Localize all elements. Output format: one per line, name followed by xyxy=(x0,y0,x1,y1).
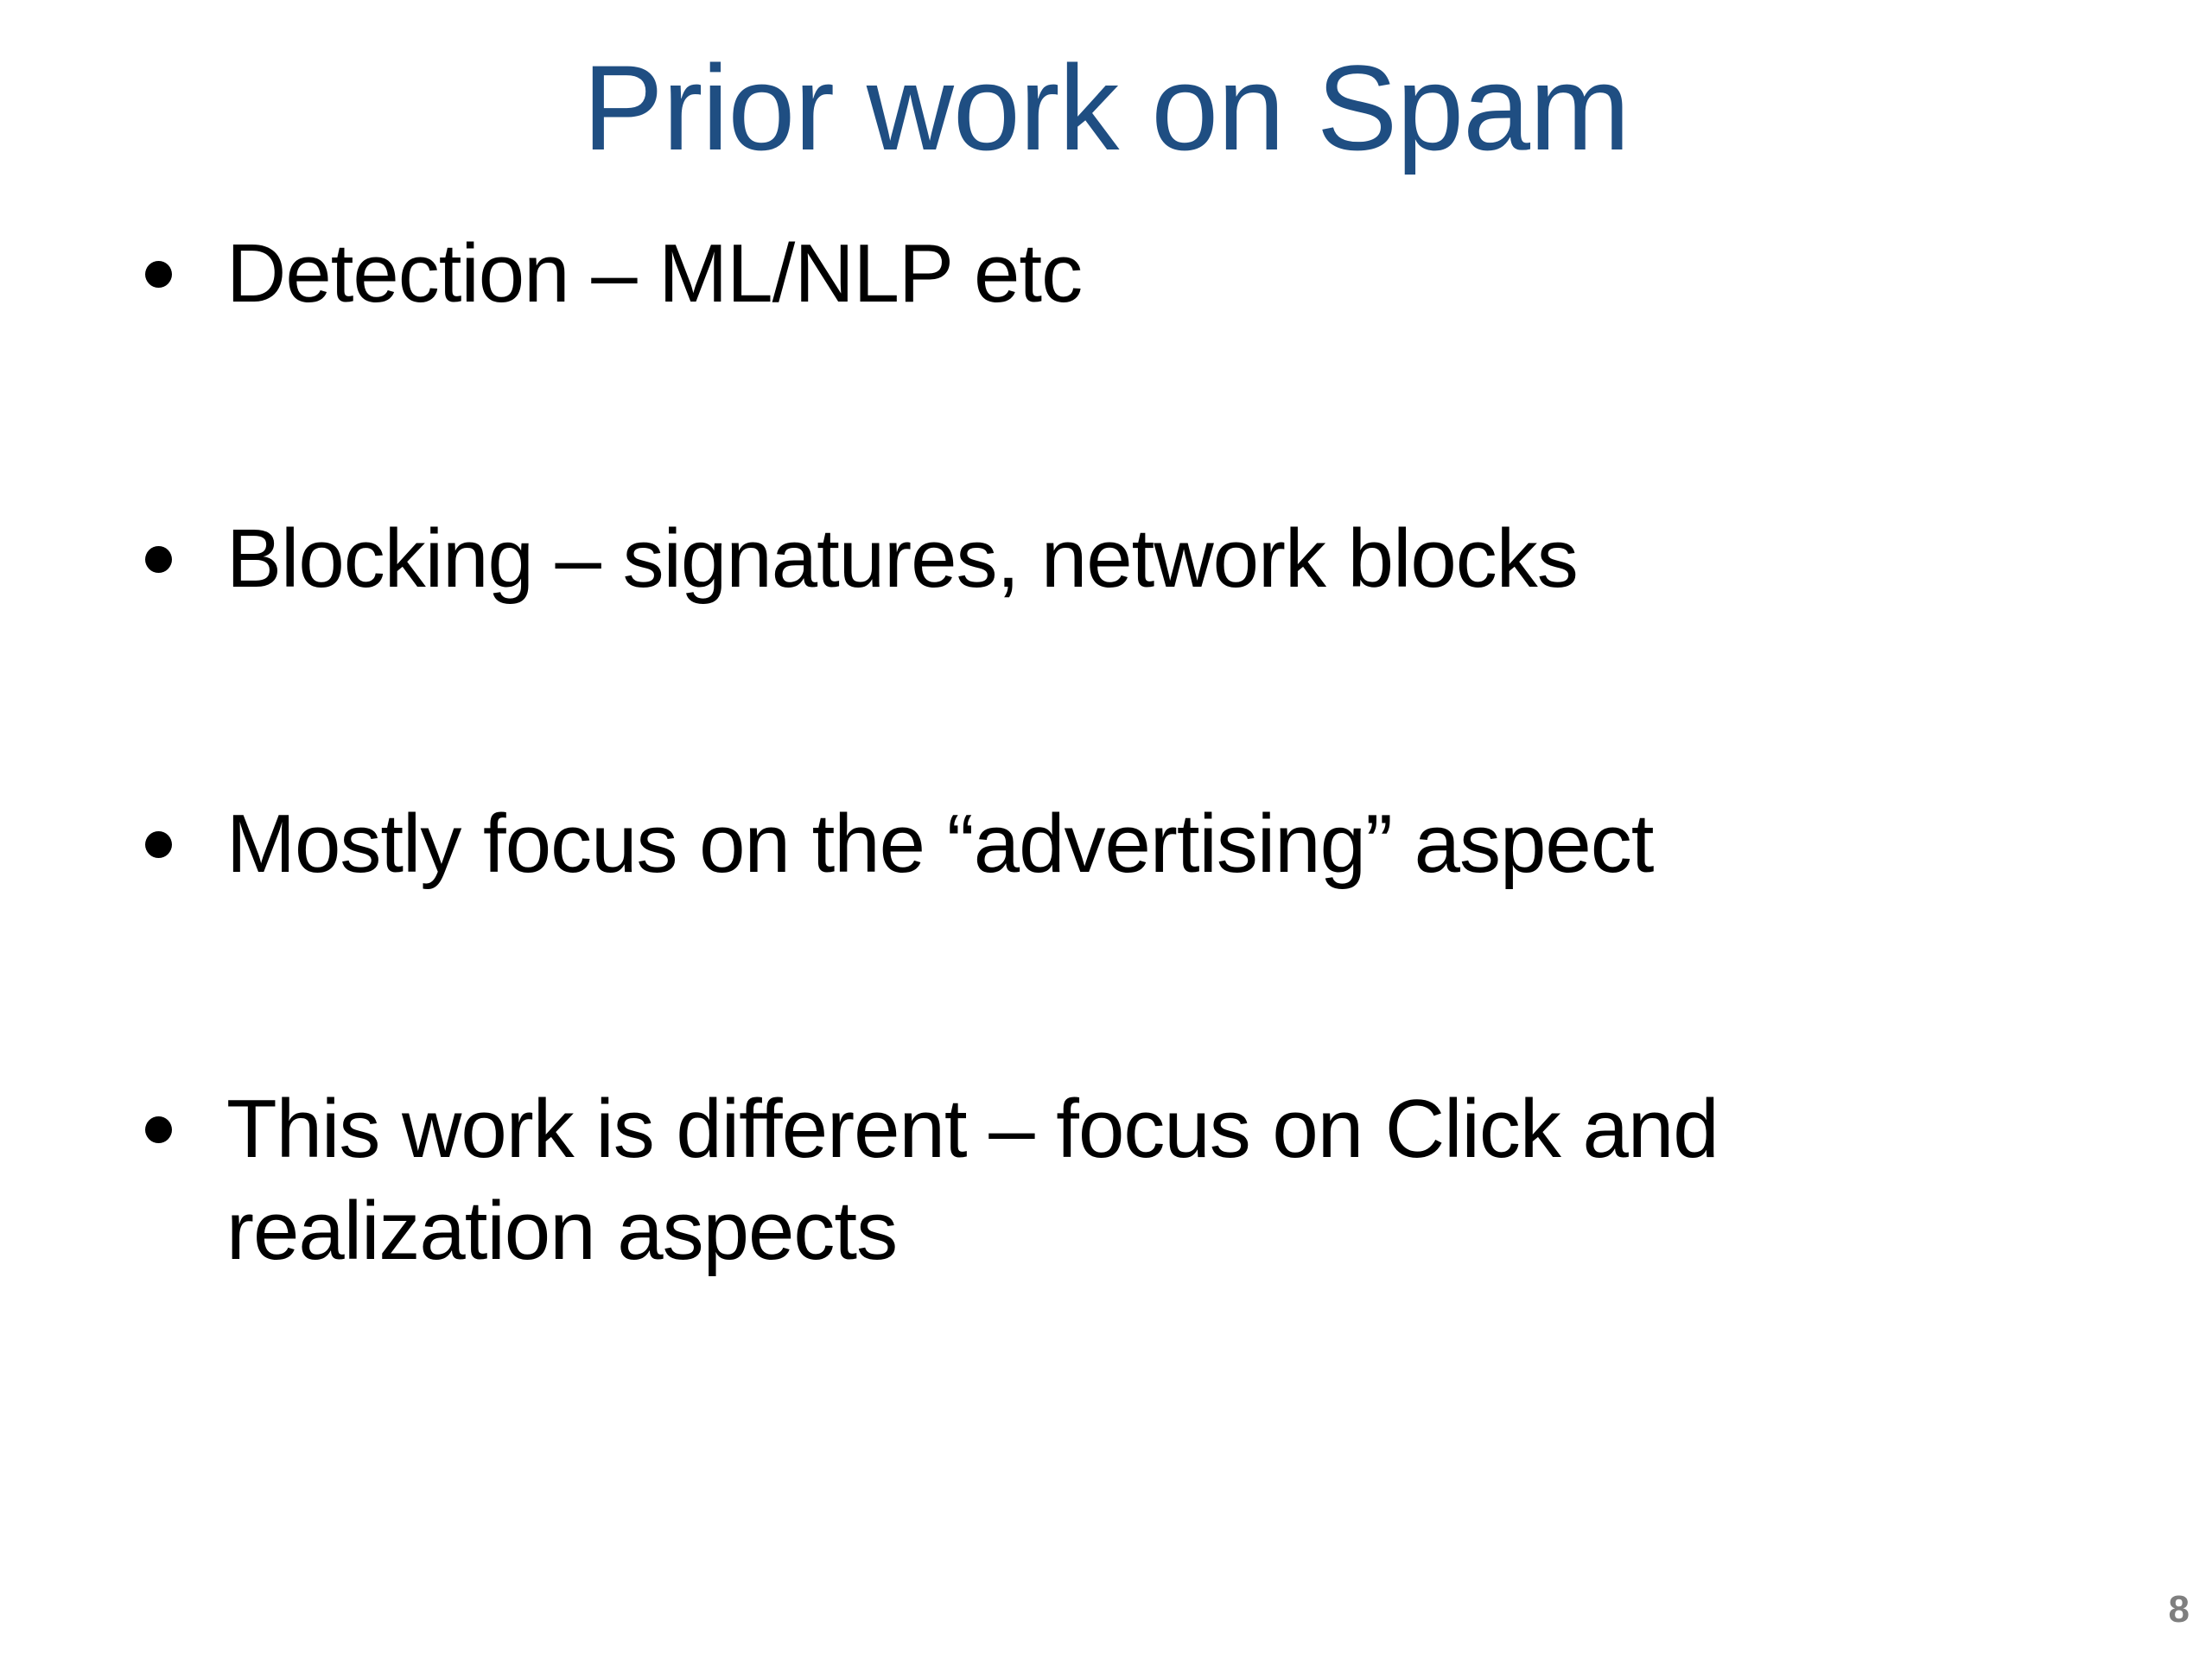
bullet-item-blocking: Blocking – signatures, network blocks xyxy=(138,508,2160,610)
bullet-icon xyxy=(145,261,172,288)
slide-title: Prior work on Spam xyxy=(582,40,1630,175)
page-number: 8 xyxy=(2168,1588,2190,1630)
bullet-icon xyxy=(145,831,172,858)
bullet-item-this-work: This work is different – focus on Click … xyxy=(138,1078,2160,1282)
bullet-item-advertising-focus: Mostly focus on the “advertising” aspect xyxy=(138,793,2160,895)
bullet-text: Detection – ML/NLP etc xyxy=(226,227,1083,320)
bullet-text: Mostly focus on the “advertising” aspect xyxy=(226,798,1654,890)
bullet-text: realization aspects xyxy=(226,1185,898,1277)
bullet-item-detection: Detection – ML/NLP etc xyxy=(138,223,2160,325)
bullet-text: This work is different – focus on Click … xyxy=(226,1083,1719,1175)
bullet-icon xyxy=(145,546,172,573)
bullet-list: Detection – ML/NLP etc Blocking – signat… xyxy=(138,223,2160,1465)
bullet-text: Blocking – signatures, network blocks xyxy=(226,512,1579,605)
bullet-icon xyxy=(145,1116,172,1143)
